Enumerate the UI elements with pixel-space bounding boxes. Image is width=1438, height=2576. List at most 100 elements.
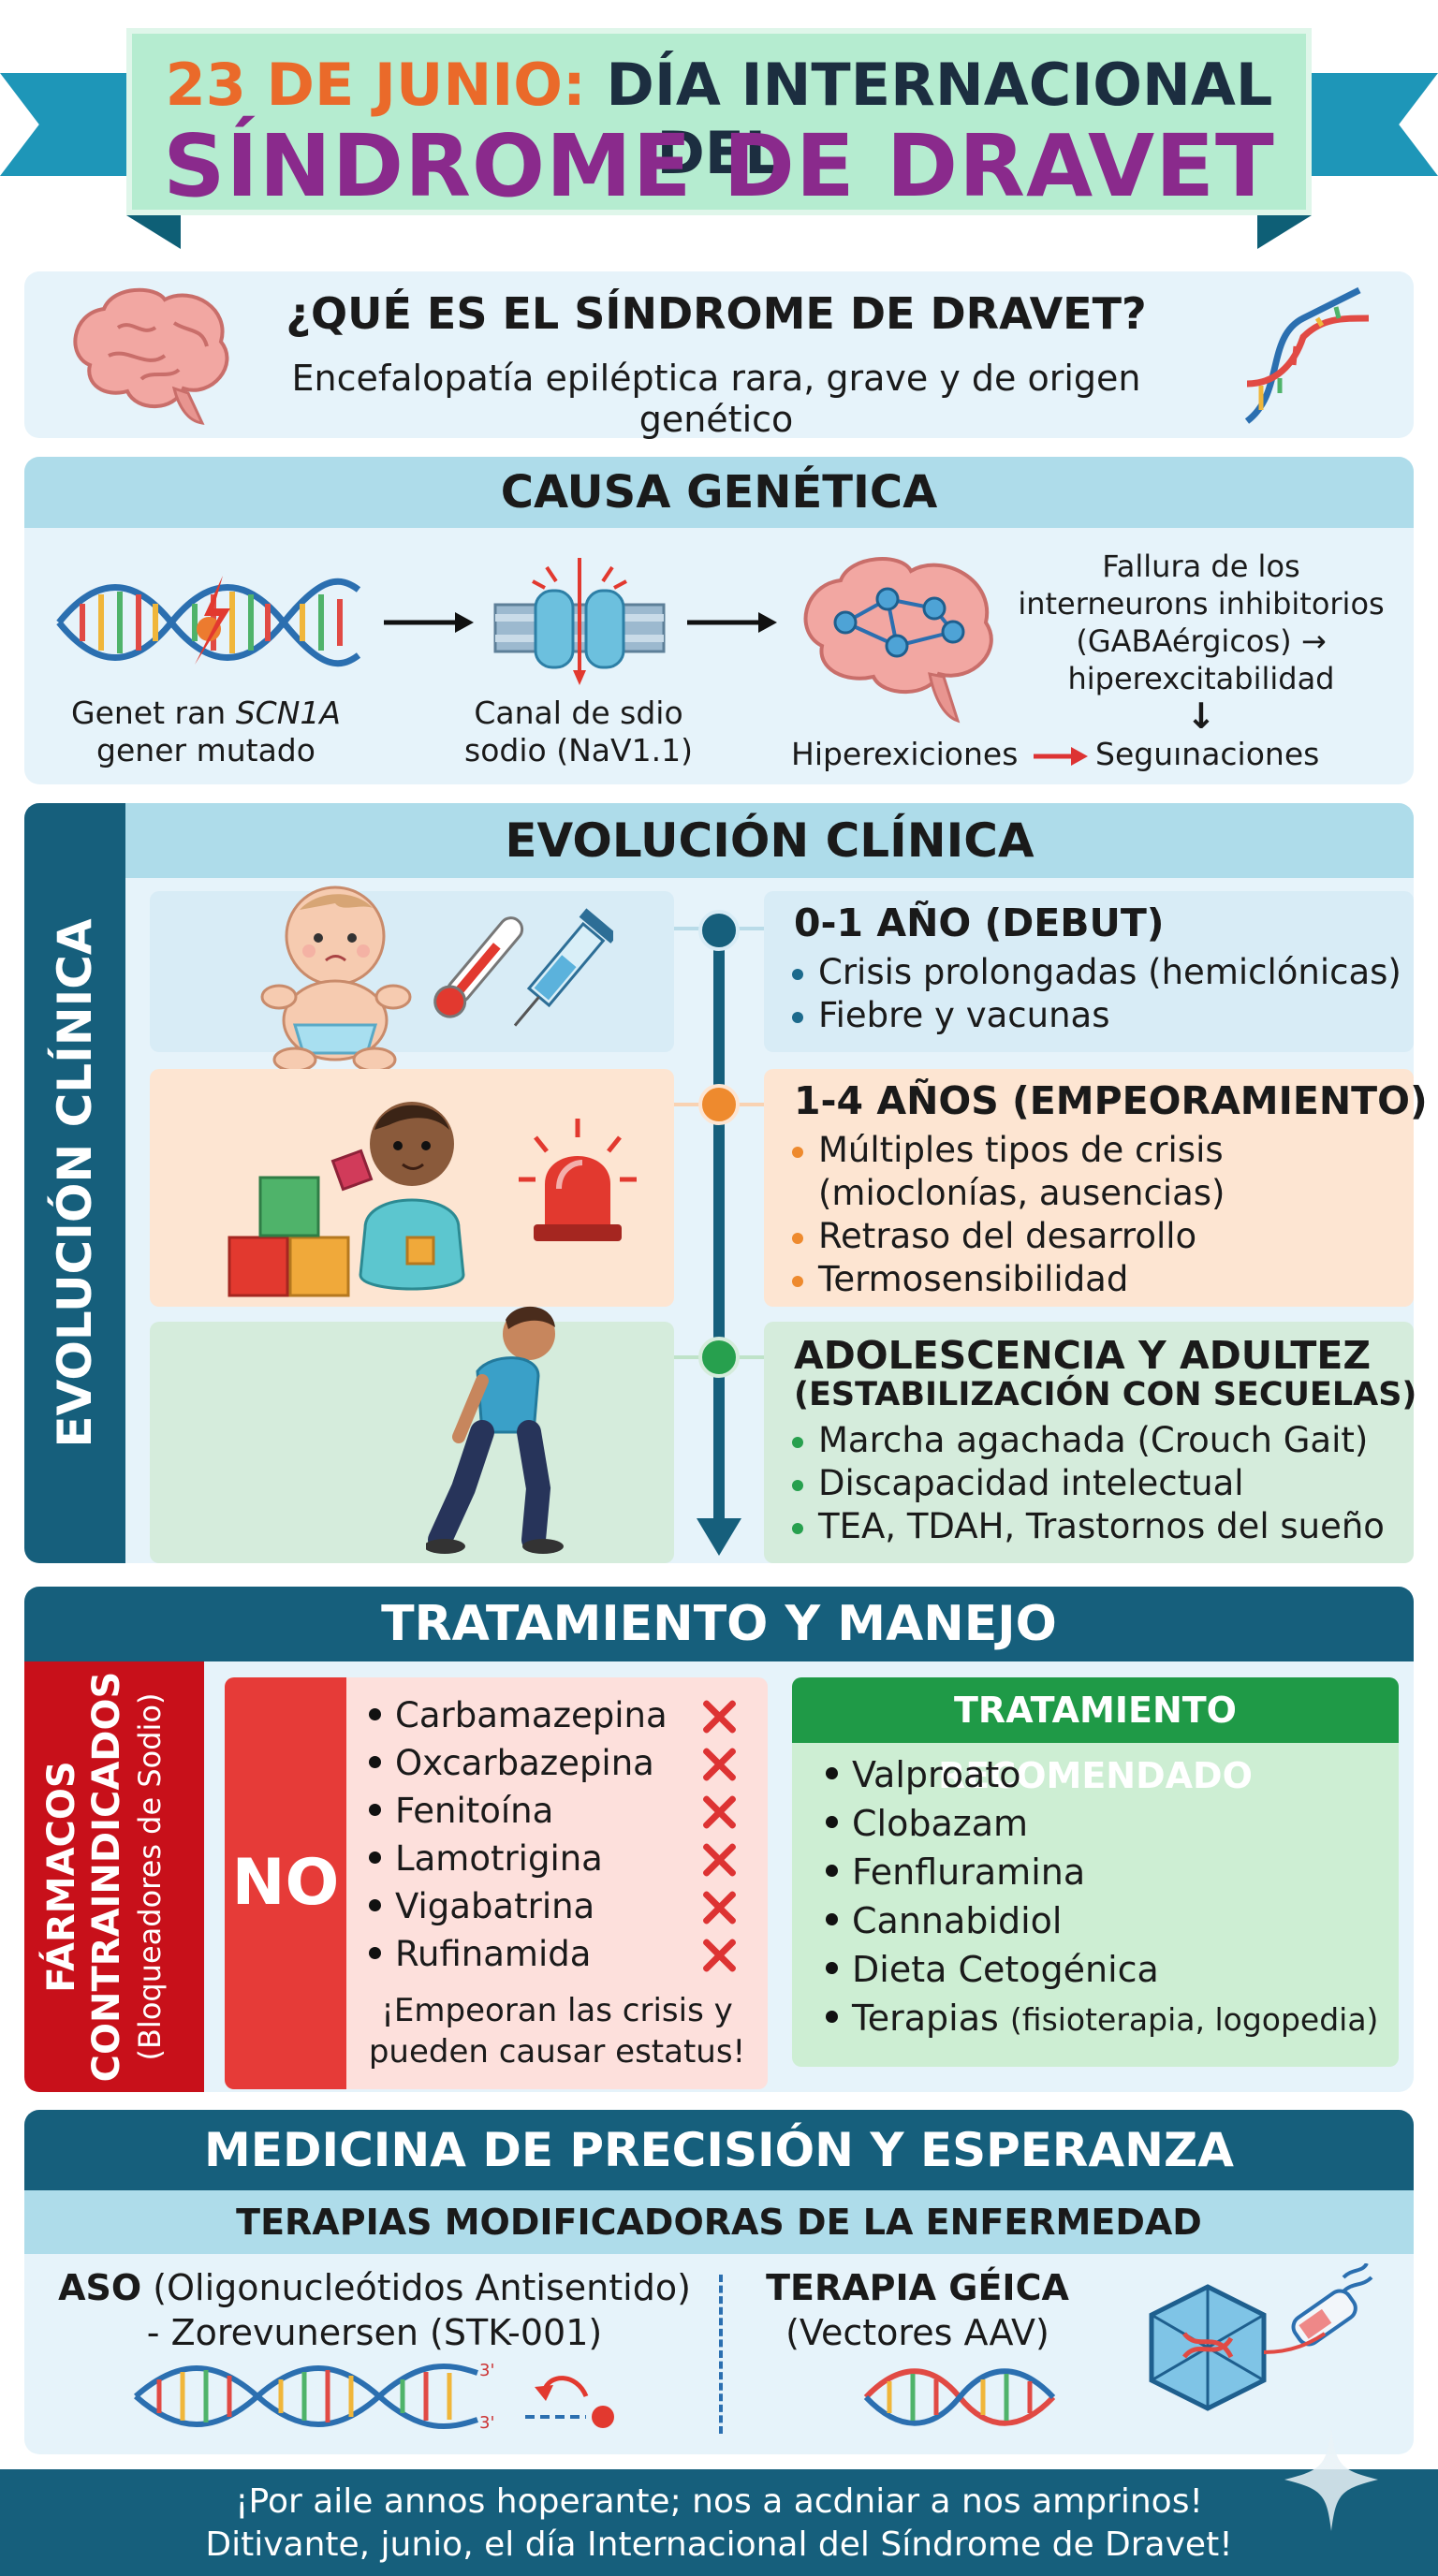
gene-therapy-text: TERAPIA GÉICA (Vectores AAV) (749, 2265, 1086, 2355)
prime-bottom: 3' (479, 2413, 495, 2433)
alarm-light-icon (519, 1119, 637, 1241)
gene-label-2: gener mutado (96, 732, 315, 768)
timeline-dot-2 (698, 1084, 740, 1125)
precision-subtitle: TERAPIAS MODIFICADORAS DE LA ENFERMEDAD (24, 2190, 1414, 2254)
aso-binding-arrow-icon (525, 2376, 614, 2428)
x-icon (700, 1888, 738, 1925)
treatment-title: TRATAMIENTO Y MANEJO (24, 1587, 1414, 1661)
toddler-blocks-icon (227, 1102, 465, 1297)
gene-therapy-title: TERAPIA GÉICA (766, 2267, 1069, 2308)
precision-divider (719, 2275, 723, 2434)
stage-1-text-card (764, 891, 1414, 1052)
stage-1-item: Crisis prolongadas (hemiclónicas) (788, 951, 1401, 994)
banner-date: 23 DE JUNIO: (165, 51, 586, 119)
title-banner: 23 DE JUNIO: DÍA INTERNACIONAL DEL SÍNDR… (126, 28, 1312, 216)
footer-text: ¡Por aile annos hoperante; nos a acdniar… (0, 2481, 1438, 2567)
aso-dna-icon (134, 2363, 478, 2430)
recommended-list: Valproato Clobazam Fenfluramina Cannabid… (822, 1750, 1384, 2044)
precision-title: MEDICINA DE PRECISIÓN Y ESPERANZA (24, 2110, 1414, 2190)
contraindicated-side-bar (24, 1661, 204, 2092)
ribbon-fold-left (126, 215, 181, 249)
arrow-right-icon-2 (687, 612, 777, 633)
red-arrow-icon (1034, 747, 1088, 766)
stage-2-item: Retraso del desarrollo (788, 1215, 1225, 1258)
channel-label: Canal de sdio sodio (NaV1.1) (448, 695, 710, 769)
what-is-subtitle: Encefalopatía epiléptica rara, grave y d… (291, 358, 1141, 440)
contraindicated-drug: Carbamazepina (365, 1691, 674, 1739)
thermometer-syringe-icon (433, 908, 613, 1027)
contraindicated-drug: Fenitoína (365, 1787, 674, 1835)
brain-network-icon (803, 557, 993, 724)
failure-line-4: hiperexcitabilidad (1067, 661, 1335, 696)
evolution-title: EVOLUCIÓN CLÍNICA (125, 803, 1414, 878)
stage-2-item: Termosensibilidad (788, 1258, 1225, 1301)
timeline-dot-3 (698, 1337, 740, 1378)
no-badge: NO (225, 1677, 346, 2089)
stage-1-title: 0-1 AÑO (DEBUT) (794, 900, 1165, 945)
banner-title-line2: SÍNDROME DE DRAVET (163, 116, 1275, 216)
stage-1-item: Fiebre y vacunas (788, 994, 1401, 1037)
timeline-arrowhead (697, 1518, 741, 1556)
contraindicated-list: Carbamazepina Oxcarbazepina Fenitoína La… (365, 1691, 674, 1978)
stage-3-item: Marcha agachada (Crouch Gait) (788, 1419, 1385, 1462)
therapies-label: Terapias (852, 1998, 999, 2039)
contraindicated-drug: Oxcarbazepina (365, 1739, 674, 1787)
what-is-title: ¿QUÉ ES EL SÍNDROME DE DRAVET? (286, 288, 1147, 339)
aso-rest: (Oligonucleótidos Antisentido) (153, 2267, 691, 2308)
stage-3-text-card (764, 1322, 1414, 1563)
channel-label-2: sodio (NaV1.1) (464, 732, 693, 768)
footer-line-1: ¡Por aile annos hoperante; nos a acdniar… (235, 2482, 1203, 2521)
stage-3-image-card (150, 1322, 674, 1563)
therapies-detail: (fisioterapia, logopedia) (1009, 2001, 1379, 2038)
aso-bold: ASO (58, 2267, 142, 2308)
stage-2-text-card (764, 1069, 1414, 1307)
aso-text: ASO (Oligonucleótidos Antisentido) - Zor… (47, 2265, 702, 2355)
side-label-1: FÁRMACOS (40, 1761, 83, 1993)
sparkle-icon (1284, 2428, 1378, 2531)
stage-2-item-continuation: (mioclonías, ausencias) (818, 1173, 1225, 1213)
prime-top: 3' (479, 2361, 495, 2380)
arrow-right-icon (384, 612, 474, 633)
gene-label: Genet ran SCN1A gener mutado (56, 695, 356, 769)
gene-therapy-sub: (Vectores AAV) (785, 2312, 1049, 2353)
evolution-side-bar (24, 803, 125, 1563)
stage-2-item: Múltiples tipos de crisis (788, 1129, 1225, 1172)
gene-label-1: Genet ran (71, 695, 227, 731)
sodium-channel-icon (493, 558, 666, 685)
crouching-adult-icon (426, 1306, 564, 1554)
side-label-2: CONTRAINDICADOS (85, 1671, 128, 2083)
footer-line-2: Ditivante, junio, el día Internacional d… (205, 2525, 1233, 2564)
warning-line-2: pueden causar estatus! (368, 2033, 746, 2071)
mutated-dna-icon (56, 576, 361, 667)
stage-3-item: Discapacidad intelectual (788, 1462, 1385, 1505)
stage-3-item: TEA, TDAH, Trastornos del sueño (788, 1505, 1385, 1548)
contraindicated-drug: Vigabatrina (365, 1882, 674, 1930)
recommended-title: TRATAMIENTO RECOMENDADO (792, 1677, 1399, 1796)
contraindicated-drug: Lamotrigina (365, 1835, 674, 1882)
stage-1-list: Crisis prolongadas (hemiclónicas) Fiebre… (788, 951, 1401, 1037)
recommended-item: Dieta Cetogénica (822, 1945, 1384, 1994)
gene-therapy-dna-icon (863, 2368, 1056, 2426)
evolution-side-label: EVOLUCIÓN CLÍNICA (48, 918, 102, 1448)
stage-2-title: 1-4 AÑOS (EMPEORAMIENTO) (794, 1078, 1428, 1123)
aso-line-2: - Zorevunersen (STK-001) (146, 2312, 603, 2353)
warning-line-1: ¡Empeoran las crisis y (381, 1992, 733, 2029)
down-arrow: ↓ (1186, 695, 1216, 737)
ribbon-fold-right (1257, 215, 1312, 249)
cause-title: CAUSA GENÉTICA (24, 457, 1414, 528)
x-icon (700, 1840, 738, 1878)
failure-line-3: (GABAérgicos) → (1076, 623, 1327, 659)
recommended-item: Valproato (822, 1750, 1384, 1799)
recommended-item: Fenfluramina (822, 1848, 1384, 1896)
contraindicated-side-label: FÁRMACOS CONTRAINDICADOS (Bloqueadores d… (39, 1666, 189, 2087)
channel-label-1: Canal de sdio (474, 695, 683, 731)
recommended-item-therapies: Terapias (fisioterapia, logopedia) (822, 1994, 1384, 2044)
baby-icon (260, 886, 412, 1072)
x-icon (700, 1793, 738, 1830)
seizures-label: Seguınaciones (1095, 736, 1320, 772)
timeline-line (713, 922, 725, 1521)
x-icon (700, 1745, 738, 1782)
x-icon (700, 1936, 738, 1973)
banner-title-line1: DÍA INTERNACIONAL DEL (606, 51, 1273, 187)
stage-3-list: Marcha agachada (Crouch Gait) Discapacid… (788, 1419, 1385, 1548)
